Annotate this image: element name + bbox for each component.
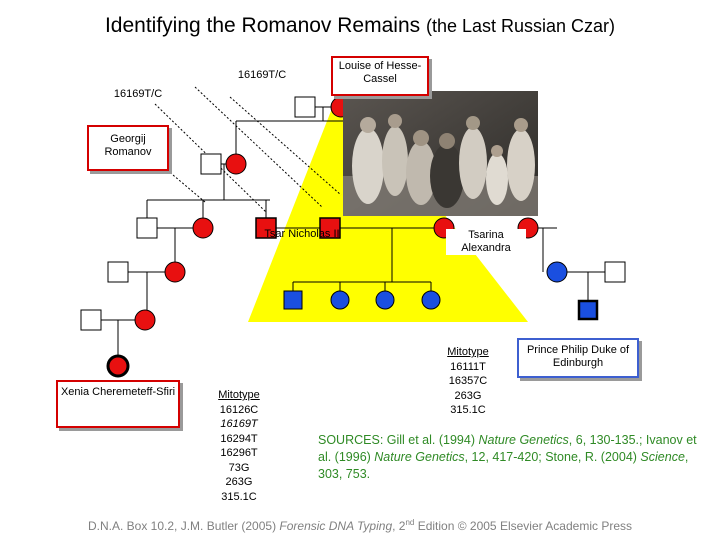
mitotype-left-line: 16126C xyxy=(219,403,259,416)
male-gen2-left-spouse xyxy=(200,153,222,175)
child-daughter-1 xyxy=(330,290,350,310)
tsarina-label: Tsarina Alexandra xyxy=(446,229,526,255)
mitotype-left-line: 16169T xyxy=(220,418,258,430)
mitotype-left: Mitotype 16126C 16169T 16294T 16296T 73G… xyxy=(205,388,273,504)
female-gen5-left xyxy=(134,309,156,331)
mitotype-right-line: 315.1C xyxy=(450,404,486,416)
female-gen4-right xyxy=(546,261,568,283)
mitotype-left-line: 16294T xyxy=(220,432,258,445)
male-tsar-nicholas xyxy=(255,217,277,239)
mitotype-left-line: 16296T xyxy=(220,447,258,459)
male-gen5-left xyxy=(80,309,102,331)
title-subtitle: (the Last Russian Czar) xyxy=(425,16,616,36)
male-gen1 xyxy=(294,96,316,118)
romanov-family-photo xyxy=(343,91,538,216)
philip-label-box: Prince Philip Duke of Edinburgh xyxy=(517,338,639,378)
photo-image xyxy=(343,91,538,216)
mito-label-top-center: 16169T/C xyxy=(232,69,292,82)
georgij-label: Georgij Romanov xyxy=(104,133,152,158)
mitotype-right-header: Mitotype xyxy=(447,346,489,358)
louise-label: Louise of Hesse-Cassel xyxy=(338,60,422,85)
xenia-label-box: Xenia Cheremeteff-Sfiri xyxy=(56,380,180,428)
louise-label-box: Louise of Hesse-Cassel xyxy=(331,56,429,96)
dotted-line-center xyxy=(194,86,323,208)
georgij-label-box: Georgij Romanov xyxy=(87,125,169,171)
male-gen3-left xyxy=(136,217,158,239)
female-xenia xyxy=(106,354,130,378)
footer-credit: D.N.A. Box 10.2, J.M. Butler (2005) Fore… xyxy=(88,518,632,533)
female-gen2-left xyxy=(225,153,247,175)
child-daughter-2 xyxy=(375,290,395,310)
mitotype-left-line: 315.1C xyxy=(221,490,257,503)
female-gen4-left xyxy=(164,261,186,283)
male-gen4-right xyxy=(604,261,626,283)
mitotype-right: Mitotype 16111T 16357C 263G 315.1C xyxy=(434,345,502,418)
mitotype-right-line: 263G xyxy=(454,389,482,402)
title-main: Identifying the Romanov Remains xyxy=(104,14,421,37)
page-title: Identifying the Romanov Remains (the Las… xyxy=(0,14,720,38)
tsar-label: Tsar Nicholas II xyxy=(264,228,340,240)
mito-label-top-left: 16169T/C xyxy=(108,88,168,101)
mitotype-left-line: 263G xyxy=(225,476,253,488)
xenia-label: Xenia Cheremeteff-Sfiri xyxy=(60,386,176,398)
philip-label: Prince Philip Duke of Edinburgh xyxy=(526,344,630,369)
mitotype-left-line: 73G xyxy=(228,461,250,474)
child-daughter-3 xyxy=(421,290,441,310)
sources-citation: SOURCES: Gill et al. (1994) Nature Genet… xyxy=(318,433,697,481)
mitotype-right-line: 16111T xyxy=(450,360,486,373)
mitotype-right-line: 16357C xyxy=(448,375,488,387)
mitotype-left-header: Mitotype xyxy=(218,389,260,401)
female-gen3-left xyxy=(192,217,214,239)
child-alexei xyxy=(283,290,303,310)
male-prince-philip xyxy=(577,299,599,321)
dotted-line-top xyxy=(229,96,342,196)
male-gen4-left xyxy=(107,261,129,283)
